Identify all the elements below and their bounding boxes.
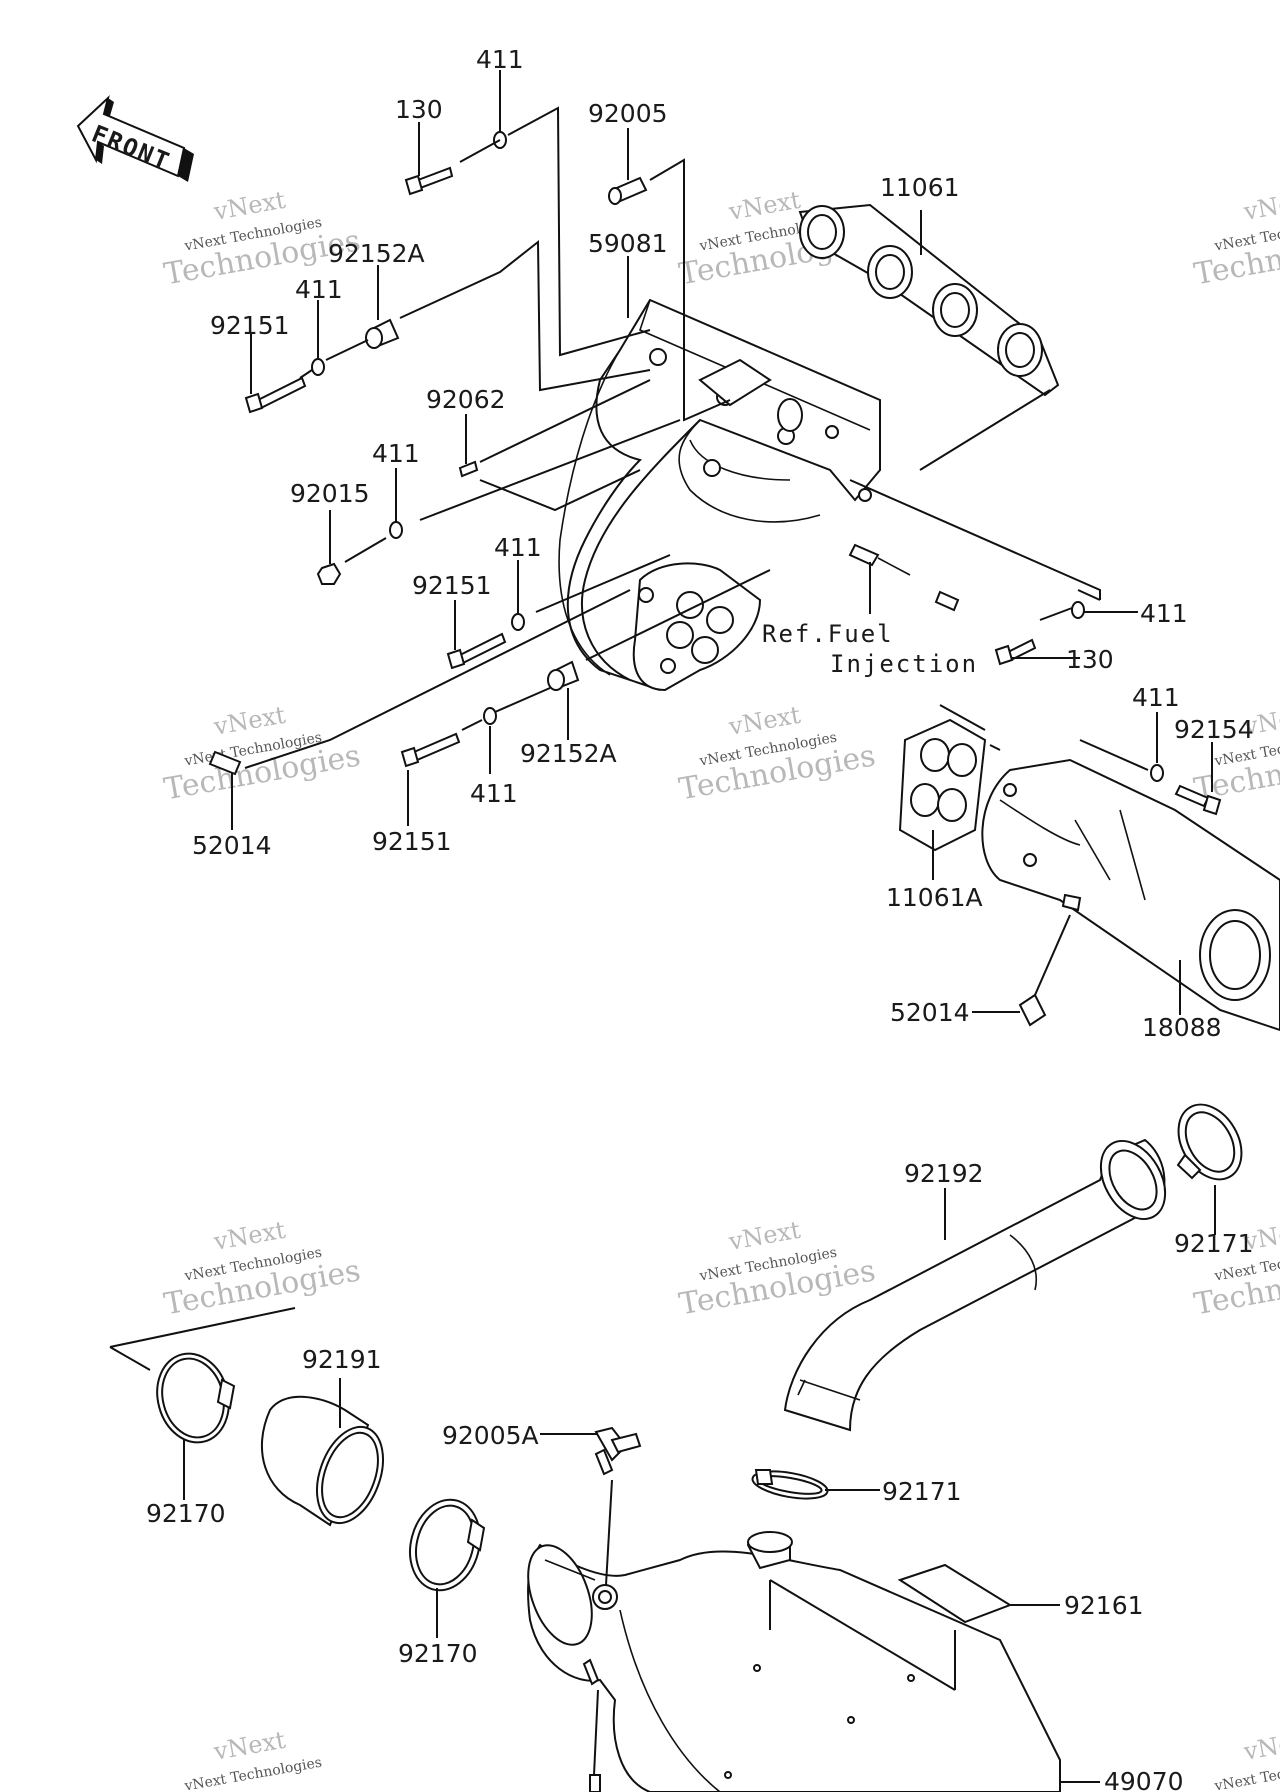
callout-92171-mid: 92171 [882,1477,962,1506]
callout-92005a: 92005A [442,1421,539,1450]
callout-92151-b: 92151 [412,571,492,600]
washer-411-d [483,707,497,725]
callout-411-a: 411 [295,275,343,304]
callout-52014-right: 52014 [890,998,970,1027]
svg-text:vNext: vNext [726,1216,803,1256]
bolt-92154 [1174,784,1222,816]
washer-411-mid [1150,764,1164,782]
callout-52014-left: 52014 [192,831,272,860]
collar-92152a-top [365,318,400,349]
callout-59081: 59081 [588,229,668,258]
washer-411-a [311,358,325,376]
front-arrow-icon: FRONT [76,94,194,182]
bolt-92151-b [446,632,507,670]
watermark-8: vNext vNext Technologies Technologies [676,1216,878,1323]
clamp-92170-left [156,1352,236,1444]
svg-text:vNext: vNext [726,186,803,226]
watermark-3: vNext vNext Technologies Technologies [1191,186,1280,293]
callout-49070: 49070 [1104,1767,1184,1792]
callout-92170-a: 92170 [146,1499,226,1528]
callout-92170-b: 92170 [398,1639,478,1668]
callout-92151-a: 92151 [210,311,290,340]
clamp-92171-mid [751,1469,829,1500]
callout-130-right: 130 [1066,645,1114,674]
hose-92191 [261,1395,384,1527]
stud-92062 [458,460,479,478]
watermark-12: vNext vNext Technologies [1212,1726,1280,1792]
bolt-92151-a [244,376,307,414]
exhaust-pipe-18088 [981,758,1280,1032]
svg-text:vNext: vNext [1241,186,1280,226]
callout-92005: 92005 [588,99,668,128]
callout-92062: 92062 [426,385,506,414]
gasket-11061a [898,718,987,852]
svg-text:vNext: vNext [211,1216,288,1256]
callout-92161: 92161 [1064,1591,1144,1620]
callout-ref-fuel-2: Injection [830,650,978,678]
nut-92015 [316,562,342,585]
callout-92154: 92154 [1174,715,1254,744]
bolt-130-top [404,166,454,196]
bolt-92151-c [400,732,461,768]
callout-92152a-top: 92152A [328,239,425,268]
callout-411-top: 411 [476,45,524,74]
watermark-5: vNext vNext Technologies Technologies [676,701,878,808]
washer-411-c [511,613,525,631]
callout-411-c: 411 [494,533,542,562]
sensor-ref-fuel [848,543,960,612]
svg-text:vNext: vNext [211,701,288,741]
fitting-52014-left [208,750,242,776]
clamp-92171-top [1176,1103,1243,1181]
muffler-49070 [527,1531,1061,1792]
svg-text:vNext: vNext [211,1726,288,1766]
callout-11061a: 11061A [886,883,983,912]
callout-11061: 11061 [880,173,960,202]
hose-92192 [783,1138,1167,1432]
watermark-4: vNext vNext Technologies Technologies [161,701,363,808]
callout-ref-fuel-1: Ref.Fuel [762,620,894,648]
callout-411-b: 411 [372,439,420,468]
callout-411-mid: 411 [1132,683,1180,712]
callout-92171-top: 92171 [1174,1229,1254,1258]
svg-text:vNext Technologies: vNext Technologies [182,1755,323,1792]
gasket-11061 [798,203,1060,397]
collar-92152a-mid [547,660,580,691]
callout-92151-c: 92151 [372,827,452,856]
svg-text:vNext: vNext [726,701,803,741]
callout-92015: 92015 [290,479,370,508]
callout-92192: 92192 [904,1159,984,1188]
clamp-92170-right [409,1498,486,1592]
fitting-52014-right [1018,993,1047,1027]
watermark-10: vNext vNext Technologies [182,1726,323,1792]
washer-411-right [1071,601,1085,619]
leader-lines [109,70,1216,1783]
callout-92152a-mid: 92152A [520,739,617,768]
callout-411-d: 411 [470,779,518,808]
callout-411-right: 411 [1140,599,1188,628]
callout-92191: 92191 [302,1345,382,1374]
washer-411-b [389,521,403,539]
tee-fitting-92005a [594,1426,642,1476]
callout-130-top: 130 [395,95,443,124]
exhaust-manifold [558,298,881,692]
watermark-9: vNext vNext Technologies Technologies [1191,1216,1280,1323]
bolt-130-right [994,638,1037,666]
svg-text:vNext: vNext [211,186,288,226]
fitting-92005 [608,176,648,205]
watermark-7: vNext vNext Technologies Technologies [161,1216,363,1323]
callout-18088: 18088 [1142,1013,1222,1042]
watermark-6: vNext vNext Technologies Technologies [1191,701,1280,808]
callout-labels: 411 130 92005 11061 59081 92152A 411 921… [146,45,1254,1792]
svg-text:vNext: vNext [1241,1726,1280,1766]
